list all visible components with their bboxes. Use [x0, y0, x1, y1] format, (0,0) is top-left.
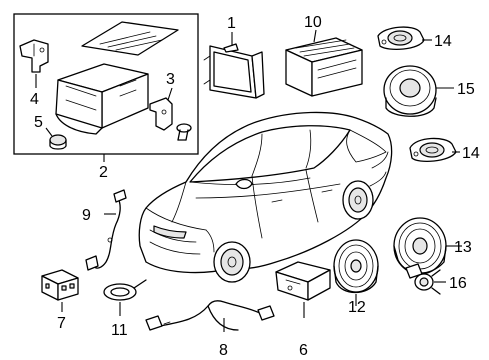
callout-4: 4: [30, 91, 39, 108]
callout-10: 10: [304, 14, 322, 31]
knob-cap: [49, 134, 67, 150]
callout-1: 1: [227, 15, 236, 32]
callout-9: 9: [82, 207, 91, 224]
callout-16: 16: [449, 275, 467, 292]
left-bracket: [19, 39, 49, 73]
callout-14a: 14: [434, 33, 452, 50]
connector-box: [41, 269, 79, 301]
callout-12: 12: [348, 299, 366, 316]
tweeter-lower: [409, 137, 457, 163]
right-bracket: [149, 97, 173, 131]
antenna-cable: [85, 189, 127, 271]
speaker-ring-left: [333, 239, 379, 294]
callout-13: 13: [454, 239, 472, 256]
tweeter-upper: [377, 26, 425, 51]
display-screen: [203, 43, 265, 99]
callout-15: 15: [457, 81, 475, 98]
callout-2: 2: [99, 164, 108, 181]
receiver-assembly-group: 4 3 5 2: [13, 13, 199, 181]
mounting-screw: [176, 123, 192, 141]
ring-antenna: [103, 279, 147, 301]
callout-7: 7: [57, 315, 66, 332]
callout-11: 11: [111, 322, 128, 339]
vehicle-illustration: [138, 111, 393, 283]
speaker-ring-right: [393, 217, 447, 275]
sensor-part: [405, 263, 441, 295]
amplifier: [285, 37, 363, 97]
assembly-frame: [13, 13, 199, 155]
speaker-woofer: [383, 65, 437, 117]
wire-harness: [145, 300, 275, 331]
callout-14b: 14: [462, 145, 480, 162]
callout-8: 8: [219, 342, 228, 359]
callout-5: 5: [34, 114, 43, 131]
control-module: [275, 261, 331, 301]
manual-sheet: [81, 21, 179, 56]
callout-6: 6: [299, 342, 308, 359]
receiver-unit: [55, 63, 149, 135]
callout-3: 3: [166, 71, 175, 88]
